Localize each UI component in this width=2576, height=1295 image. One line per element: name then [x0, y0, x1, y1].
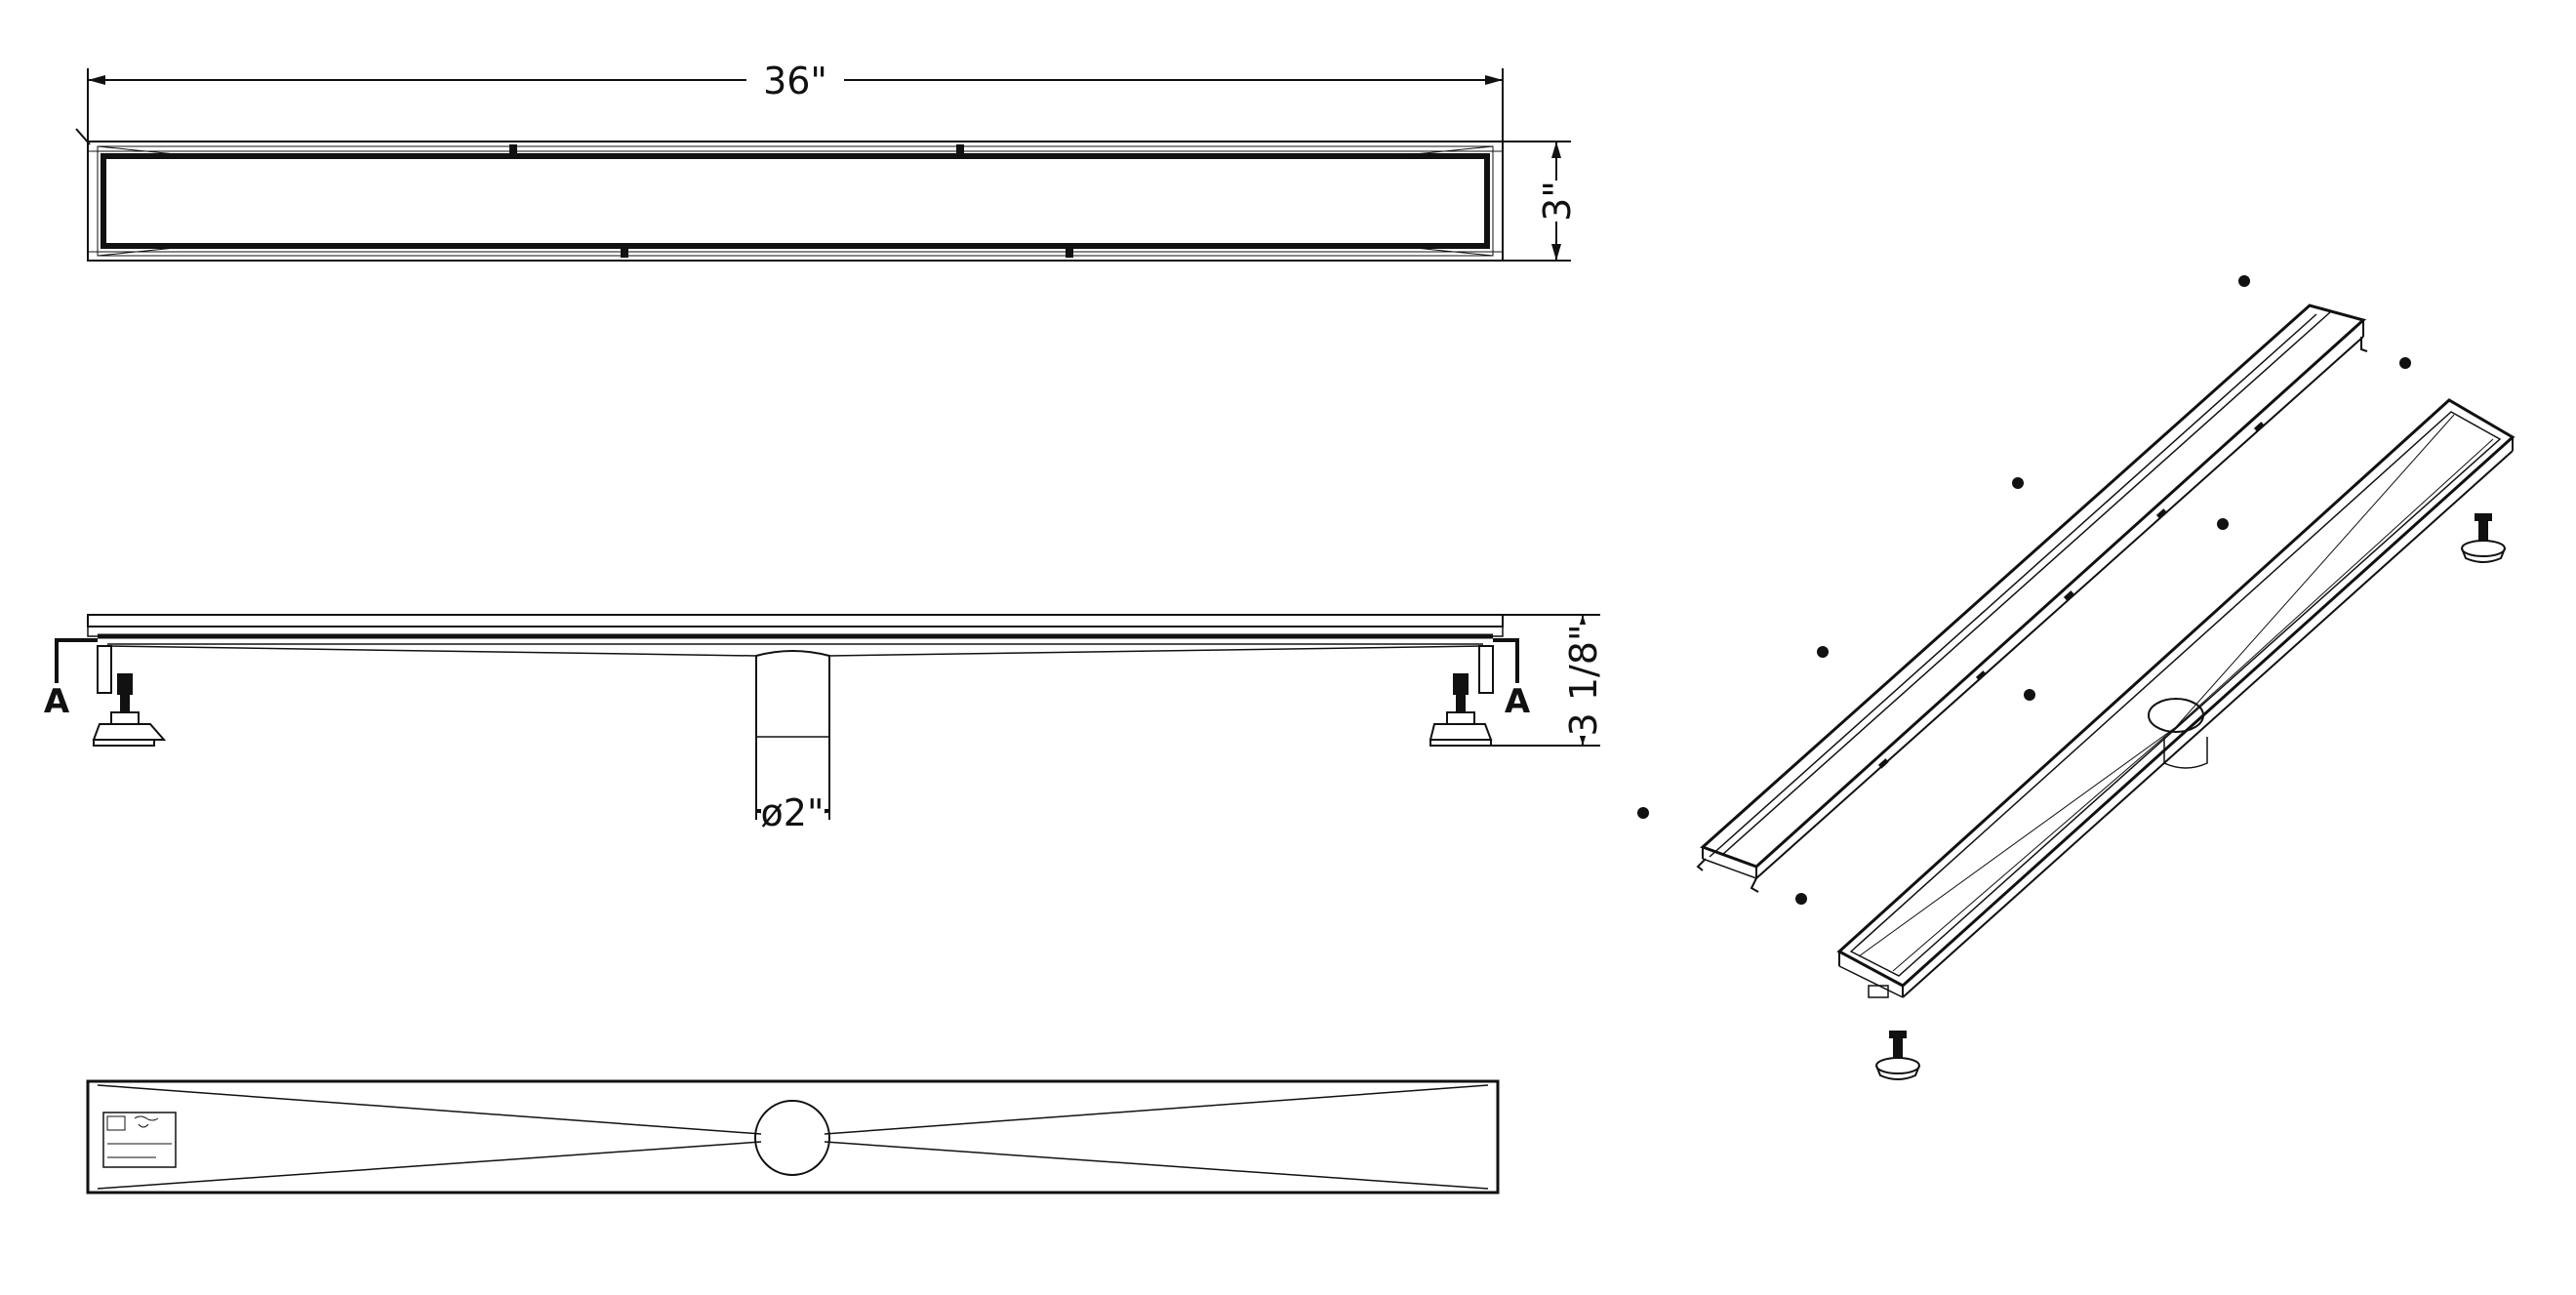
height-label: 3 1/8" [1562, 625, 1605, 737]
outlet-hole [2148, 698, 2204, 733]
section-marker-right: A [1505, 682, 1531, 721]
screw-icon [1817, 646, 1829, 658]
screw-icon [2399, 357, 2411, 369]
length-label: 36" [763, 60, 827, 102]
outlet-pipe: ø2" [755, 650, 830, 834]
leveling-foot-icon [2461, 513, 2506, 563]
drain-grate-top [101, 153, 1490, 249]
channel-bottom-right [828, 645, 1484, 657]
screw-icon [1637, 807, 1649, 819]
outlet-hole [754, 1100, 830, 1176]
top-view: 36" 3" [75, 57, 1579, 262]
screw-icon [1795, 893, 1807, 905]
outlet-diameter-label: ø2" [761, 791, 825, 834]
screw-icon [2012, 477, 2024, 489]
side-view: A A ø2 [44, 614, 1610, 834]
leveling-foot-icon [1429, 673, 1493, 747]
bottom-view [86, 1079, 1500, 1194]
screw-icon [2217, 518, 2229, 530]
label-plate [102, 1112, 177, 1168]
width-label: 3" [1536, 181, 1579, 222]
drain-top-outline [87, 141, 1504, 262]
screw-icon [2024, 689, 2035, 701]
leveling-foot-icon [92, 673, 167, 747]
section-marker-left: A [44, 682, 70, 721]
exploded-view [1637, 275, 2516, 1080]
channel-bottom-left [106, 645, 757, 657]
channel-piece [1836, 398, 2516, 998]
screw-icon [2238, 275, 2250, 287]
leveling-foot-icon [1875, 1031, 1920, 1080]
grate-piece [1696, 304, 2368, 893]
drain-bottom-outline [86, 1079, 1500, 1194]
